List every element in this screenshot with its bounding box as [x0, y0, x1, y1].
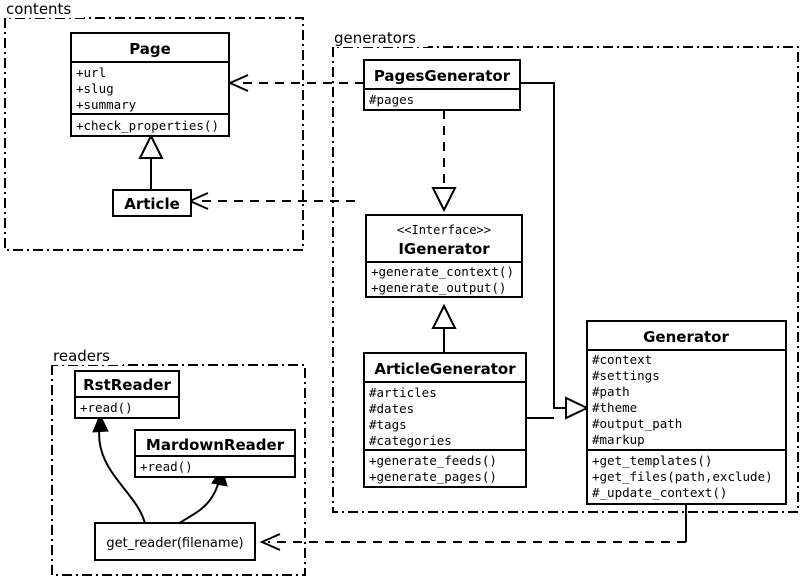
class-generator-attribute: #output_path — [592, 416, 682, 431]
class-pages-generator[interactable]: PagesGenerator #pages — [363, 59, 521, 111]
class-generator-attribute: #markup — [592, 432, 645, 447]
class-article-generator-attribute: #categories — [369, 433, 452, 448]
relationship-generators-to-generator — [520, 82, 590, 420]
class-article[interactable]: Article — [112, 189, 192, 217]
class-pages-generator-box — [363, 59, 521, 111]
package-readers-border — [51, 364, 306, 576]
relationship-pagesgenerator-to-igenerator — [431, 110, 457, 213]
class-igenerator-box — [365, 214, 523, 298]
package-readers-label-bg — [51, 346, 123, 365]
class-generator[interactable]: Generator #context #settings #path #them… — [586, 320, 787, 505]
class-pages-generator-attribute: #pages — [369, 92, 414, 107]
class-igenerator-method: +generate_output() — [371, 280, 506, 295]
dependency-arrowhead-3 — [259, 533, 281, 551]
class-page[interactable]: Page +url +slug +summary +check_properti… — [70, 32, 230, 137]
class-generator-attribute: #context — [592, 352, 652, 367]
class-igenerator[interactable]: <<Interface>> IGenerator +generate_conte… — [365, 214, 523, 298]
class-igenerator-stereotype: <<Interface>> — [397, 223, 491, 237]
class-rst-reader-method: +read() — [80, 400, 133, 415]
class-article-generator-attribute: #tags — [369, 417, 407, 432]
class-mardown-reader-method: +read() — [140, 459, 193, 474]
realization-arrowhead — [431, 187, 457, 213]
class-generator-method: +get_files(path,exclude) — [592, 469, 773, 484]
generalization-arrowhead — [138, 133, 164, 159]
class-page-attribute: +slug — [76, 81, 114, 96]
class-article-title: Article — [124, 195, 180, 213]
class-article-generator[interactable]: ArticleGenerator #articles #dates #tags … — [363, 352, 527, 488]
class-rst-reader-box — [74, 370, 180, 419]
class-generator-attribute: #path — [592, 384, 630, 399]
package-contents-label: contents — [6, 0, 71, 18]
package-generators-label-bg — [332, 28, 428, 47]
class-mardown-reader[interactable]: MardownReader +read() — [134, 429, 296, 478]
relationship-pagesgenerator-to-page — [227, 74, 364, 92]
relationship-articlegenerator-to-igenerator — [431, 303, 457, 355]
class-article-box — [112, 189, 192, 217]
class-generator-box — [586, 320, 787, 505]
class-page-title: Page — [129, 40, 171, 58]
relationship-generator-to-getreader — [259, 504, 687, 551]
class-generator-title: Generator — [643, 328, 729, 346]
class-article-generator-method: +generate_pages() — [369, 469, 497, 484]
class-pages-generator-title: PagesGenerator — [374, 67, 511, 85]
class-page-method: +check_properties() — [76, 118, 219, 133]
package-contents: contents — [4, 0, 304, 251]
function-get-reader-box — [94, 522, 256, 561]
class-page-attribute: +url — [76, 65, 106, 80]
generalization-arrowhead-2 — [431, 303, 457, 329]
package-contents-label-bg — [4, 0, 84, 18]
class-rst-reader[interactable]: RstReader +read() — [74, 370, 180, 419]
relationship-articlegenerator-to-article — [187, 192, 355, 210]
function-get-reader[interactable]: get_reader(filename) — [94, 522, 256, 561]
function-get-reader-label: get_reader(filename) — [106, 536, 243, 551]
class-igenerator-title: IGenerator — [398, 240, 490, 258]
package-generators-border — [332, 46, 799, 513]
class-generator-method: #_update_context() — [592, 485, 727, 500]
class-rst-reader-title: RstReader — [83, 376, 171, 394]
class-igenerator-method: +generate_context() — [371, 264, 514, 279]
package-generators-label: generators — [334, 29, 416, 47]
class-article-generator-box — [363, 352, 527, 488]
class-article-generator-method: +generate_feeds() — [369, 453, 497, 468]
class-generator-attribute: #settings — [592, 368, 660, 383]
package-readers: readers — [51, 346, 306, 576]
package-contents-border — [4, 17, 304, 251]
generalization-arrowhead-3 — [565, 396, 590, 420]
package-generators: generators — [332, 28, 799, 513]
class-article-generator-attribute: #articles — [369, 385, 437, 400]
class-page-attribute: +summary — [76, 97, 137, 112]
relationship-getreader-to-rstreader — [92, 413, 146, 525]
class-article-generator-title: ArticleGenerator — [374, 360, 516, 378]
class-mardown-reader-box — [134, 429, 296, 478]
class-page-box — [70, 32, 230, 137]
package-readers-label: readers — [53, 347, 110, 365]
create-arrowhead-rst — [92, 413, 109, 433]
class-generator-method: +get_templates() — [592, 453, 712, 468]
relationship-article-to-page — [138, 133, 164, 191]
class-mardown-reader-title: MardownReader — [146, 436, 285, 454]
class-article-generator-attribute: #dates — [369, 401, 414, 416]
class-generator-attribute: #theme — [592, 400, 637, 415]
